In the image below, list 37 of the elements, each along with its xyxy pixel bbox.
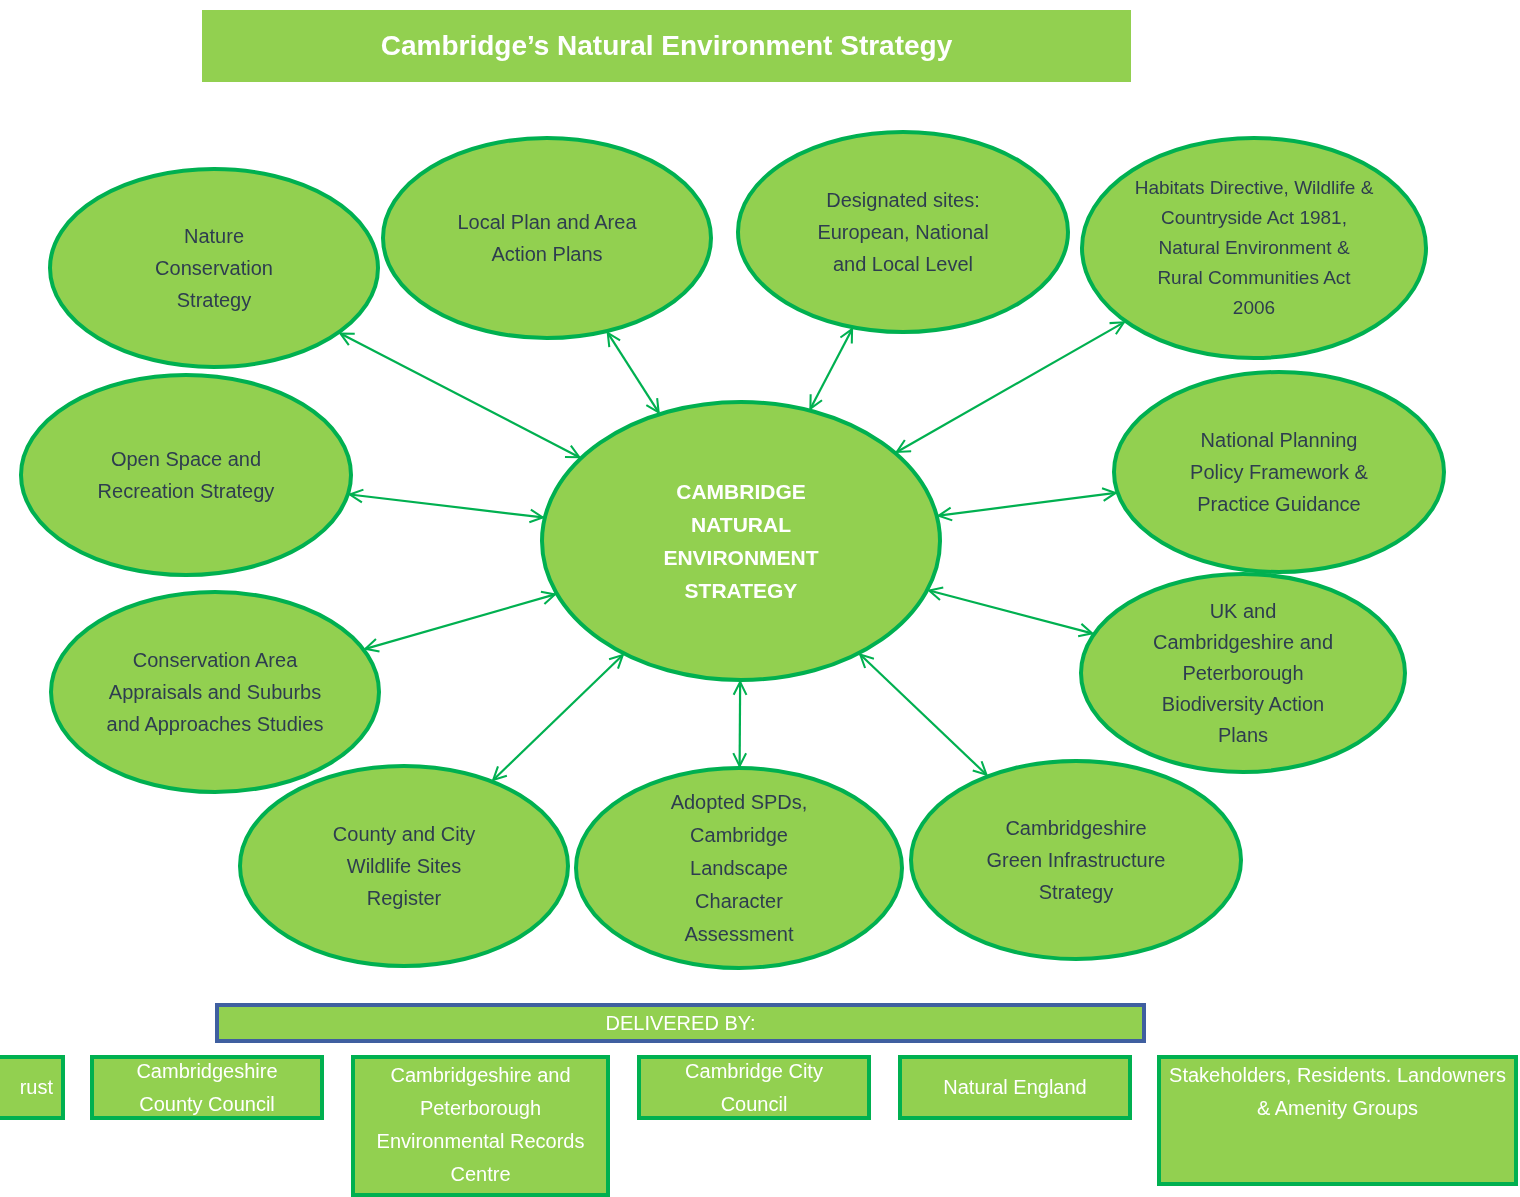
node-label: Conservation Area Appraisals and Suburbs and Approaches Studies (105, 648, 325, 737)
node-label: County and City Wildlife Sites Register (331, 822, 477, 911)
organization-box (1157, 1055, 1518, 1186)
node-label: National Planning Policy Framework & Practice Guidance (1189, 428, 1369, 517)
node-label: DELIVERED BY: (604, 1011, 757, 1036)
organization-box (898, 1055, 1132, 1120)
node-label: Habitats Directive, Wildlife & Countryside Act 1981, Natural Environment & Rural Communities Act 2006 (1134, 176, 1374, 320)
node-label: Natural England (942, 1075, 1088, 1100)
node-label: rust (19, 1075, 54, 1100)
double-arrow (339, 332, 581, 459)
organization-box (637, 1055, 871, 1120)
double-arrow (732, 680, 748, 768)
node-label: Open Space and Recreation Strategy (96, 447, 276, 504)
node-label: Cambridge City Council (684, 1058, 824, 1117)
double-arrow (492, 654, 624, 781)
title-banner: Cambridge’s Natural Environment Strategy (202, 10, 1131, 82)
node-label: CAMBRIDGE NATURAL ENVIRONMENT STRATEGY (662, 479, 820, 604)
header-bar (215, 1003, 1146, 1043)
node-label: Stakeholders, Residents. Landowners & Amenity Groups (1168, 1063, 1507, 1121)
double-arrow (895, 321, 1125, 453)
double-arrow (348, 488, 544, 524)
node-label: Nature Conservation Strategy (154, 224, 274, 313)
node-label: Local Plan and Area Action Plans (456, 210, 638, 267)
double-arrow (937, 487, 1117, 522)
node-label: Cambridgeshire Green Infrastructure Strategy (985, 816, 1167, 905)
double-arrow (364, 590, 556, 653)
node-label: Designated sites: European, National and Local Level (816, 188, 990, 277)
node-label: Cambridgeshire and Peterborough Environmental Records Centre (375, 1063, 586, 1187)
double-arrow (859, 653, 988, 776)
node-label: Adopted SPDs, Cambridge Landscape Character Assessment (669, 789, 809, 947)
double-arrow (809, 328, 854, 410)
node-label: Cambridgeshire County Council (135, 1058, 279, 1117)
double-arrow (606, 331, 660, 414)
organization-box (351, 1055, 610, 1197)
double-arrow (928, 586, 1094, 638)
organization-box (90, 1055, 324, 1120)
node-label: UK and Cambridgeshire and Peterborough Biodiversity Action Plans (1151, 598, 1335, 748)
